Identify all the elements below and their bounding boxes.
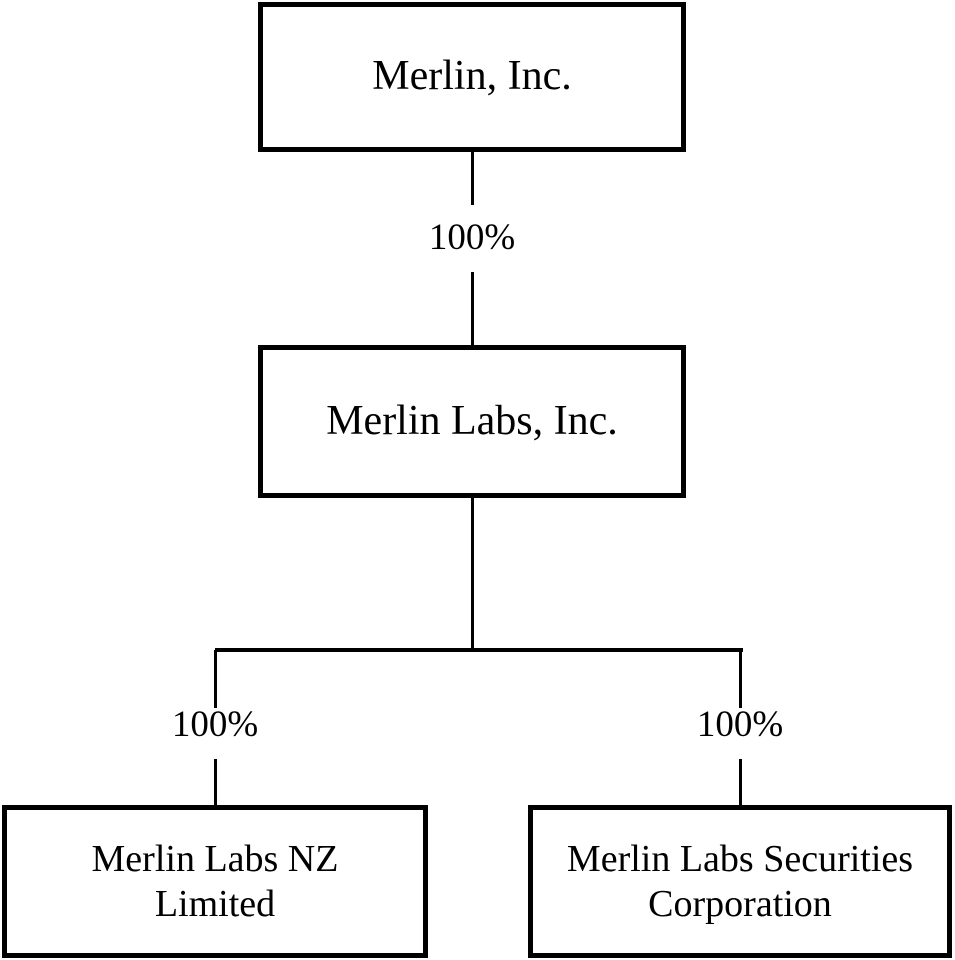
ownership-label-merlin-inc-to-merlin-labs-inc: 100% [428, 217, 516, 258]
entity-label-merlin-inc: Merlin, Inc. [372, 53, 572, 100]
entity-box-merlin-labs-inc: Merlin Labs, Inc. [258, 345, 686, 498]
connector-bus-to-left-label [214, 650, 217, 708]
entity-box-merlin-labs-securities: Merlin Labs Securities Corporation [528, 805, 952, 958]
connector-merlin-labs-inc-stem [471, 498, 474, 652]
connector-label-to-merlin-labs-inc [471, 272, 474, 347]
ownership-label-merlin-labs-inc-to-merlin-labs-securities: 100% [696, 704, 784, 745]
connector-left-label-to-merlin-labs-nz [214, 759, 217, 807]
entity-label-merlin-labs-nz: Merlin Labs NZ Limited [91, 837, 339, 925]
connector-bus-to-right-label [739, 650, 742, 708]
connector-right-label-to-merlin-labs-securities [739, 759, 742, 807]
entity-label-merlin-labs-inc: Merlin Labs, Inc. [326, 397, 618, 444]
ownership-label-merlin-labs-inc-to-merlin-labs-nz: 100% [171, 704, 259, 745]
connector-merlin-inc-to-label [471, 152, 474, 205]
connector-horizontal-bus [215, 648, 743, 652]
entity-box-merlin-labs-nz: Merlin Labs NZ Limited [2, 805, 428, 958]
entity-box-merlin-inc: Merlin, Inc. [258, 2, 686, 152]
entity-label-merlin-labs-securities: Merlin Labs Securities Corporation [566, 837, 914, 925]
